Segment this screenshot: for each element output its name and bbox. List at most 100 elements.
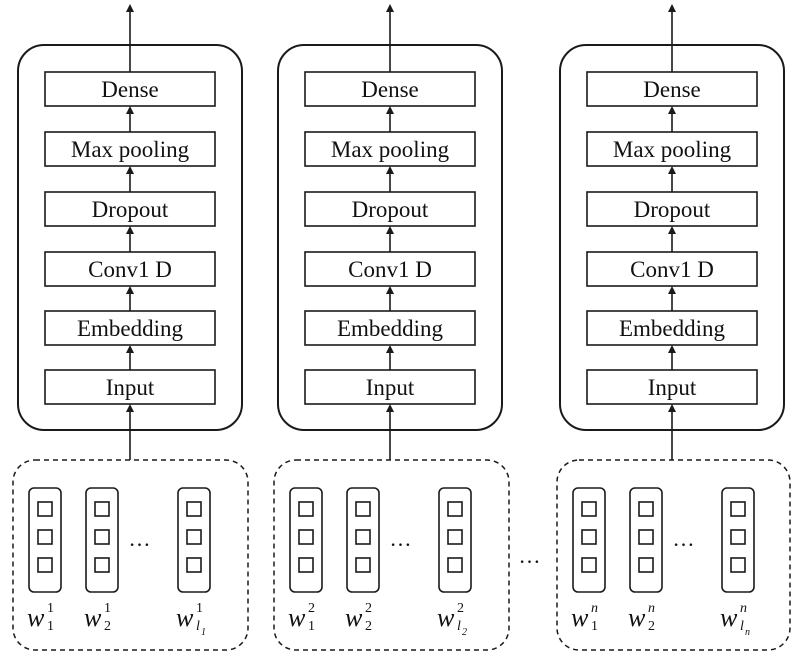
layer-label: Embedding: [619, 316, 726, 341]
svg-text:1: 1: [47, 601, 54, 616]
layer-label: Embedding: [337, 316, 444, 341]
vector-cell: [355, 557, 371, 573]
word-vector: [346, 487, 380, 593]
layer-box-max-pooling: Max pooling: [44, 131, 216, 167]
layer-arrow-2-5: [386, 345, 394, 370]
layer-box-dropout: Dropout: [304, 191, 476, 227]
word-vector: [85, 487, 119, 593]
vector-cell: [298, 529, 314, 545]
svg-text:n: n: [648, 601, 655, 616]
word-vector: [289, 487, 323, 593]
layer-label: Dense: [643, 77, 700, 102]
layer-label: Dropout: [92, 197, 169, 222]
vector-cell: [581, 529, 597, 545]
svg-text:w: w: [437, 603, 455, 632]
vector-cell: [730, 501, 746, 517]
vector-cell: [37, 529, 53, 545]
group-ellipsis: …: [519, 543, 542, 568]
svg-text:1: 1: [201, 627, 206, 638]
output-arrow-1: [126, 4, 134, 45]
vector-cell: [94, 557, 110, 573]
layer-box-max-pooling: Max pooling: [304, 131, 476, 167]
svg-text:l: l: [196, 619, 200, 634]
vector-cell: [581, 501, 597, 517]
layer-label: Dropout: [634, 197, 711, 222]
vector-cell: [638, 557, 654, 573]
layer-arrow-1-2: [126, 166, 134, 192]
svg-text:1: 1: [308, 619, 315, 634]
layer-label: Dense: [361, 77, 418, 102]
svg-text:n: n: [745, 627, 750, 638]
input-arrow-3: [668, 404, 676, 460]
layer-arrow-1-4: [126, 286, 134, 311]
output-arrow-3: [668, 4, 676, 45]
layer-box-input: Input: [304, 369, 476, 405]
vector-cell: [186, 501, 202, 517]
word-vector: [438, 487, 472, 593]
svg-text:n: n: [591, 601, 598, 616]
vector-cell: [447, 501, 463, 517]
vector-cell: [638, 501, 654, 517]
layer-box-conv1-d: Conv1 D: [586, 251, 758, 287]
vector-cell: [730, 529, 746, 545]
svg-text:w: w: [288, 603, 306, 632]
vector-cell: [447, 557, 463, 573]
word-vector: [629, 487, 663, 593]
svg-text:l: l: [740, 619, 744, 634]
svg-text:2: 2: [365, 619, 372, 634]
vector-cell: [186, 529, 202, 545]
layer-arrow-3-4: [668, 286, 676, 311]
svg-text:1: 1: [196, 601, 203, 616]
layer-box-dropout: Dropout: [586, 191, 758, 227]
svg-text:1: 1: [591, 619, 598, 634]
input-arrow-2: [386, 404, 394, 460]
layer-arrow-2-4: [386, 286, 394, 311]
layer-label: Input: [648, 375, 697, 400]
vector-cell: [37, 557, 53, 573]
svg-text:w: w: [84, 603, 102, 632]
layer-box-input: Input: [44, 369, 216, 405]
layer-label: Conv1 D: [348, 257, 432, 282]
layer-arrow-3-3: [668, 226, 676, 252]
vector-ellipsis: …: [673, 526, 696, 551]
layer-arrow-1-5: [126, 345, 134, 370]
layer-label: Input: [106, 375, 155, 400]
vector-cell: [94, 529, 110, 545]
layer-box-dropout: Dropout: [44, 191, 216, 227]
layer-arrow-1-3: [126, 226, 134, 252]
vector-cell: [186, 557, 202, 573]
layer-arrow-3-5: [668, 345, 676, 370]
layer-box-max-pooling: Max pooling: [586, 131, 758, 167]
layer-box-dense: Dense: [44, 71, 216, 107]
layer-arrow-2-2: [386, 166, 394, 192]
layer-box-dense: Dense: [586, 71, 758, 107]
layer-arrow-2-1: [386, 106, 394, 132]
layer-box-conv1-d: Conv1 D: [304, 251, 476, 287]
vector-cell: [730, 557, 746, 573]
layer-box-dense: Dense: [304, 71, 476, 107]
svg-text:w: w: [628, 603, 646, 632]
vector-cell: [298, 557, 314, 573]
layer-label: Max pooling: [613, 137, 732, 162]
svg-text:2: 2: [457, 601, 464, 616]
svg-text:2: 2: [648, 619, 655, 634]
svg-text:2: 2: [308, 601, 315, 616]
layer-box-input: Input: [586, 369, 758, 405]
word-vector: [721, 487, 755, 593]
layer-label: Conv1 D: [630, 257, 714, 282]
word-vector: [177, 487, 211, 593]
layer-arrow-3-2: [668, 166, 676, 192]
word-vector: [28, 487, 62, 593]
svg-text:2: 2: [462, 627, 467, 638]
